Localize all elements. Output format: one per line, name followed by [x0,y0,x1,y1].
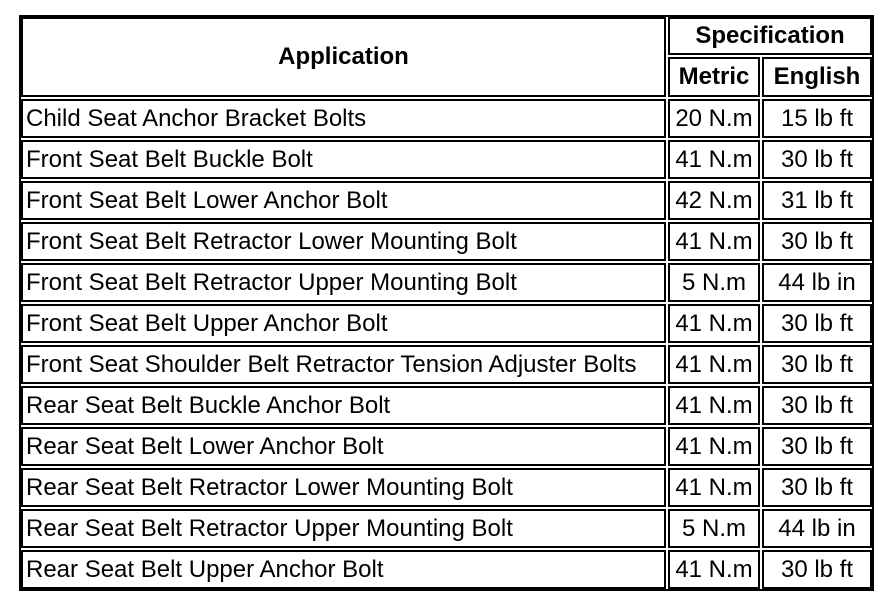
english-value-cell: 30 lb ft [762,304,872,343]
english-value-cell: 30 lb ft [762,550,872,589]
english-value-cell: 30 lb ft [762,386,872,425]
metric-column-header: Metric [668,57,760,97]
english-value-cell: 15 lb ft [762,99,872,138]
english-value-cell: 31 lb ft [762,181,872,220]
application-cell: Rear Seat Belt Lower Anchor Bolt [21,427,666,466]
application-cell: Front Seat Belt Buckle Bolt [21,140,666,179]
application-cell: Front Seat Belt Retractor Lower Mounting… [21,222,666,261]
application-cell: Rear Seat Belt Retractor Lower Mounting … [21,468,666,507]
application-cell: Front Seat Belt Retractor Upper Mounting… [21,263,666,302]
torque-specifications-table: Application Specification Metric English… [19,15,874,591]
application-cell: Front Seat Belt Lower Anchor Bolt [21,181,666,220]
metric-value-cell: 42 N.m [668,181,760,220]
specification-column-group-header: Specification [668,17,872,55]
english-column-header: English [762,57,872,97]
application-cell: Front Seat Shoulder Belt Retractor Tensi… [21,345,666,384]
metric-value-cell: 41 N.m [668,304,760,343]
application-cell: Rear Seat Belt Buckle Anchor Bolt [21,386,666,425]
english-value-cell: 30 lb ft [762,222,872,261]
metric-value-cell: 5 N.m [668,263,760,302]
metric-value-cell: 41 N.m [668,427,760,466]
metric-value-cell: 5 N.m [668,509,760,548]
metric-value-cell: 41 N.m [668,140,760,179]
english-value-cell: 30 lb ft [762,345,872,384]
application-cell: Child Seat Anchor Bracket Bolts [21,99,666,138]
application-cell: Front Seat Belt Upper Anchor Bolt [21,304,666,343]
application-cell: Rear Seat Belt Retractor Upper Mounting … [21,509,666,548]
application-cell: Rear Seat Belt Upper Anchor Bolt [21,550,666,589]
english-value-cell: 44 lb in [762,509,872,548]
metric-value-cell: 41 N.m [668,550,760,589]
metric-value-cell: 41 N.m [668,222,760,261]
metric-value-cell: 41 N.m [668,345,760,384]
english-value-cell: 30 lb ft [762,468,872,507]
metric-value-cell: 41 N.m [668,468,760,507]
metric-value-cell: 41 N.m [668,386,760,425]
english-value-cell: 44 lb in [762,263,872,302]
application-column-header: Application [21,17,666,97]
english-value-cell: 30 lb ft [762,140,872,179]
metric-value-cell: 20 N.m [668,99,760,138]
english-value-cell: 30 lb ft [762,427,872,466]
